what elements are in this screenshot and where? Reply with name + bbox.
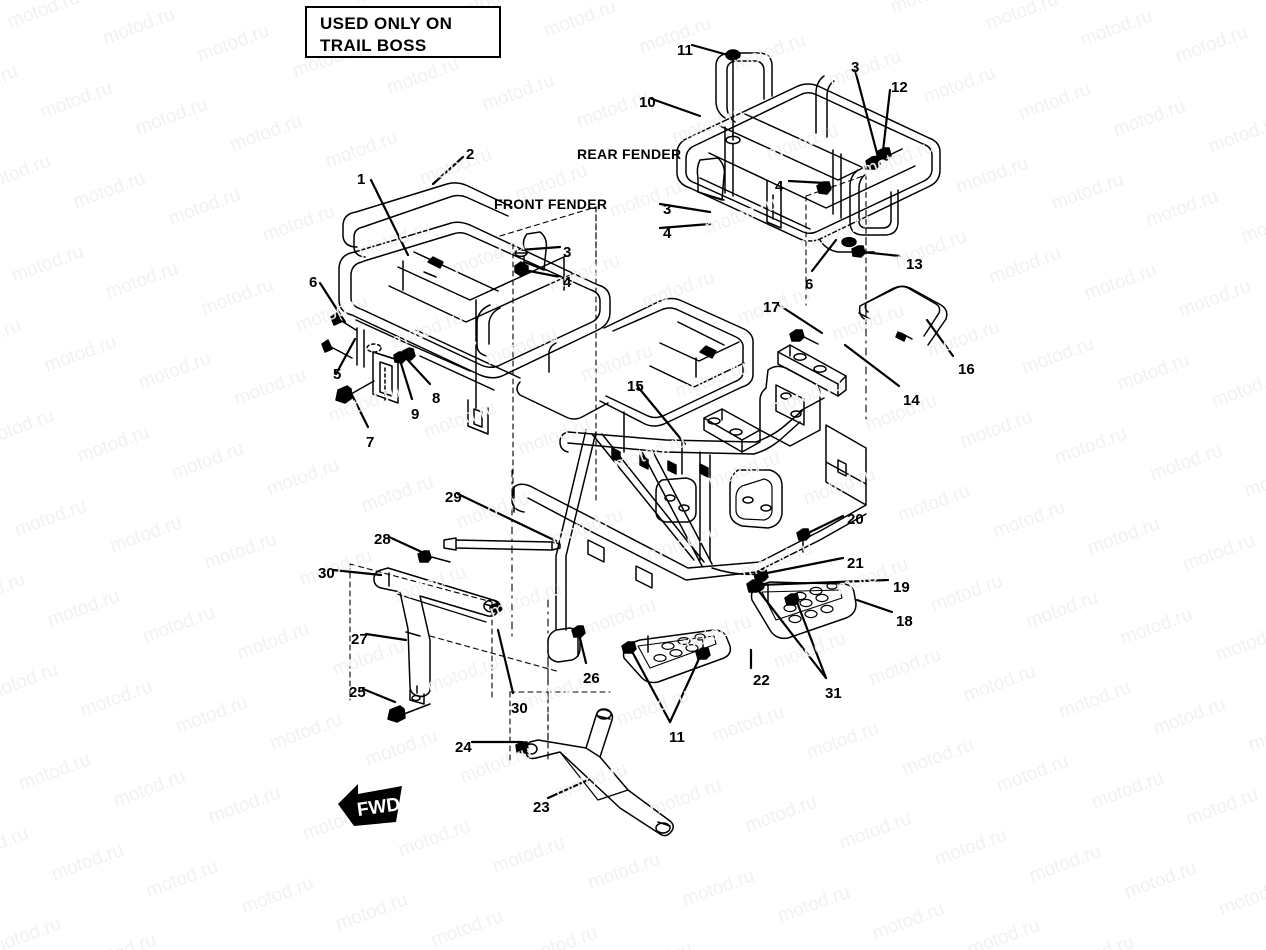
callout-number: 14 (903, 392, 920, 409)
callout-number: 1 (357, 171, 366, 188)
callout-number: 20 (847, 511, 864, 528)
callout-number: 3 (851, 59, 860, 76)
callout-number: 16 (958, 361, 975, 378)
diagram-text-label: REAR FENDER (577, 146, 682, 162)
note-line-1: USED ONLY ON (320, 14, 453, 33)
forward-direction-marker: FWD (336, 776, 408, 830)
callout-number: 30 (318, 565, 335, 582)
callout-number: 2 (466, 146, 475, 163)
callout-number: 31 (825, 685, 842, 702)
callout-number: 26 (583, 670, 600, 687)
callout-number: 3 (663, 201, 672, 218)
callout-number: 23 (533, 799, 550, 816)
callout-number: 6 (309, 274, 318, 291)
callout-number: 3 (563, 244, 572, 261)
callout-number: 19 (893, 579, 910, 596)
callout-number: 8 (432, 390, 441, 407)
callout-number: 11 (677, 42, 693, 59)
callout-number: 21 (847, 555, 864, 572)
callout-number: 18 (896, 613, 913, 630)
diagram-text-label: FRONT FENDER (494, 196, 608, 212)
callout-number: 10 (639, 94, 656, 111)
callout-number: 28 (374, 531, 391, 548)
callout-number: 5 (333, 366, 342, 383)
callout-number: 9 (411, 406, 420, 423)
callout-number: 11 (669, 729, 685, 746)
callout-number: 4 (563, 274, 572, 291)
callout-number: 4 (775, 178, 784, 195)
callout-number: 27 (351, 631, 368, 648)
callout-number: 12 (891, 79, 908, 96)
callout-number: 7 (366, 434, 375, 451)
callout-number: 24 (455, 739, 472, 756)
callout-number: 15 (627, 378, 644, 395)
callout-number: 6 (805, 276, 814, 293)
callout-number: 25 (349, 684, 366, 701)
callout-number: 29 (445, 489, 462, 506)
callout-number: 4 (663, 225, 672, 242)
callout-number: 30 (511, 700, 528, 717)
callout-number: 17 (763, 299, 780, 316)
callout-number: 22 (753, 672, 770, 689)
callout-number: 13 (906, 256, 923, 273)
note-line-2: TRAIL BOSS (320, 36, 427, 55)
note-box: USED ONLY ON TRAIL BOSS (305, 6, 501, 58)
